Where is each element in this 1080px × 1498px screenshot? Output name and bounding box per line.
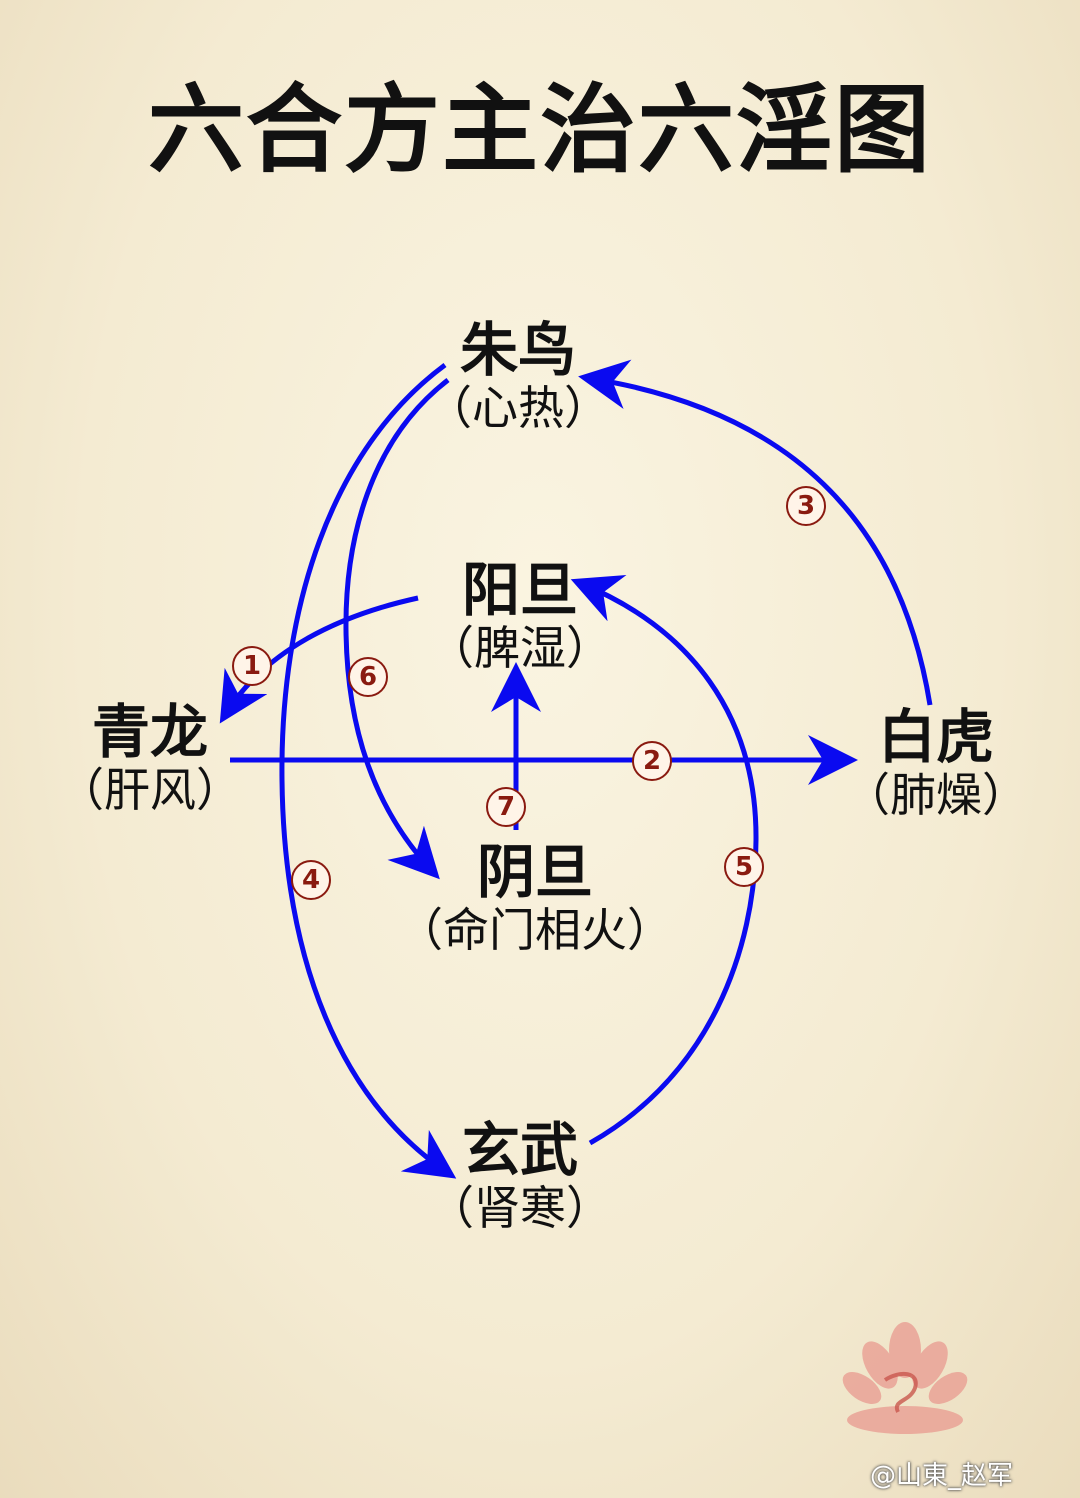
arrow-5 — [570, 575, 759, 1146]
node-sub: （肾寒） — [428, 1181, 612, 1235]
node-name: 朱鸟 — [459, 316, 576, 384]
node-name: 玄武 — [461, 1116, 578, 1184]
node-name: 阳旦 — [461, 556, 578, 624]
node-yangdan: 阳旦 （脾湿） — [420, 558, 620, 674]
node-baihu: 白虎 （肺燥） — [836, 705, 1036, 821]
node-qinglong: 青龙 （肝风） — [50, 700, 250, 816]
node-sub: （肺燥） — [844, 768, 1028, 822]
page-title: 六合方主治六淫图 — [148, 74, 932, 186]
node-sub: （心热） — [426, 381, 610, 435]
node-sub: （脾湿） — [428, 621, 612, 675]
arrow-4 — [279, 362, 457, 1179]
step-badge-2: 2 — [632, 741, 672, 781]
node-yindan: 阴旦 （命门相火） — [390, 840, 680, 956]
node-xuanwu: 玄武 （肾寒） — [420, 1118, 620, 1234]
node-zhuque: 朱鸟 （心热） — [418, 318, 618, 434]
step-badge-3: 3 — [786, 486, 826, 526]
arrow-3 — [578, 359, 933, 706]
step-badge-6: 6 — [348, 657, 388, 697]
node-name: 白虎 — [877, 703, 994, 771]
step-badge-1: 1 — [232, 646, 272, 686]
step-badge-4: 4 — [291, 860, 331, 900]
step-badge-7: 7 — [486, 787, 526, 827]
arrow-1 — [219, 595, 419, 724]
node-sub: （肝风） — [58, 763, 242, 817]
node-name: 青龙 — [91, 698, 208, 766]
node-name: 阴旦 — [476, 838, 593, 906]
watermark-text: @山東_赵军 — [870, 1461, 1014, 1491]
node-sub: （命门相火） — [397, 903, 673, 957]
lotus-seal-icon — [842, 1322, 968, 1434]
step-badge-5: 5 — [724, 847, 764, 887]
arrow-6 — [343, 378, 450, 880]
